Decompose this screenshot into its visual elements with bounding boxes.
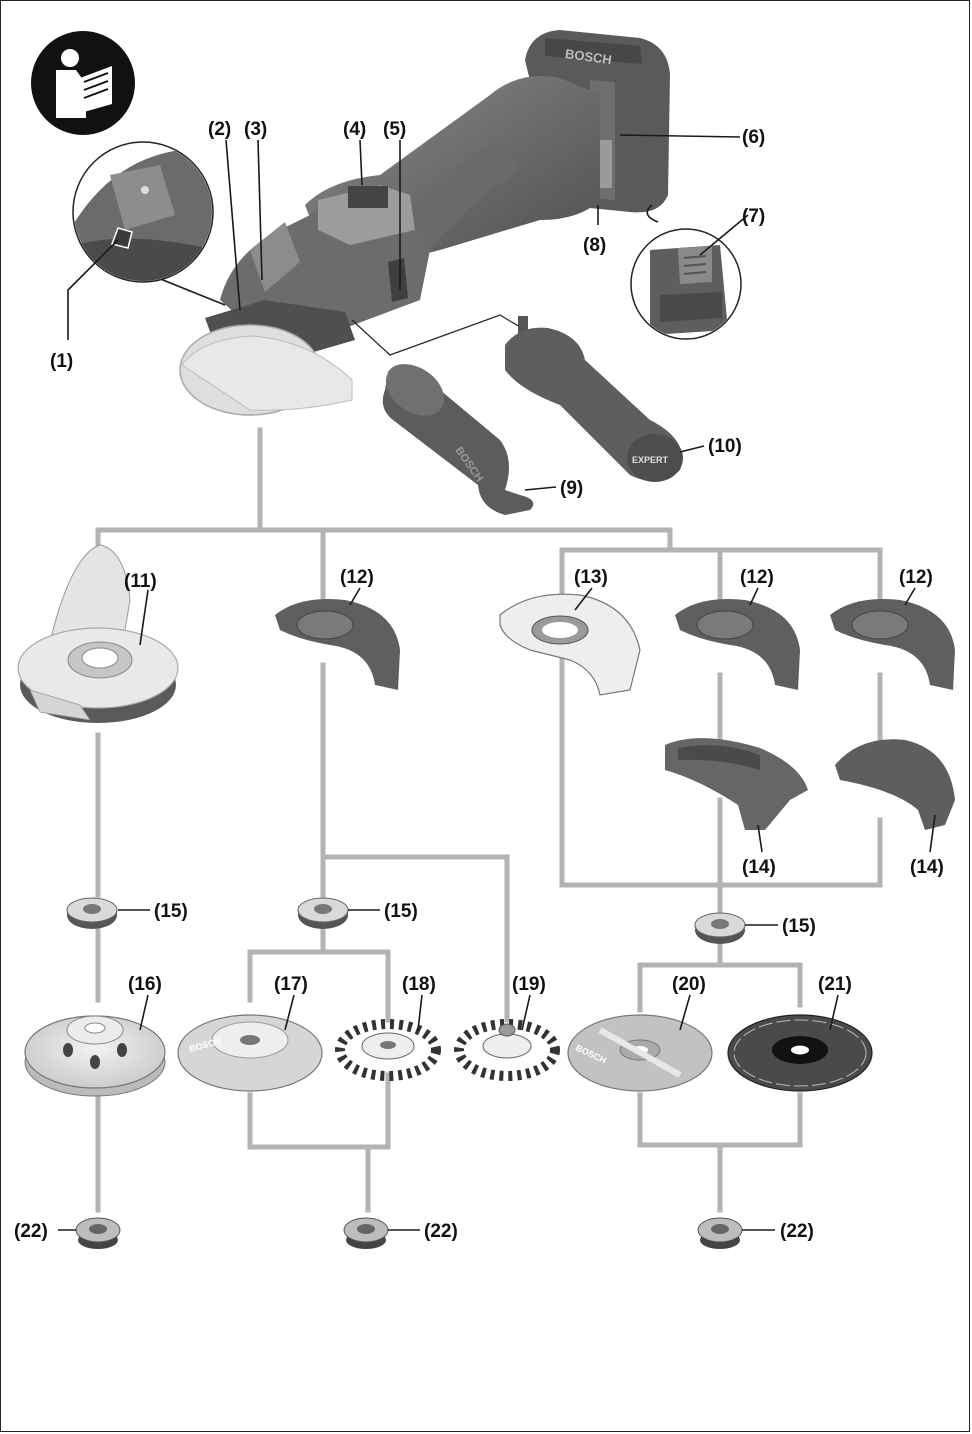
callout-15a: (15)	[154, 901, 188, 922]
callout-15c: (15)	[782, 916, 816, 937]
battery-brand-text: BOSCH	[564, 46, 613, 67]
cover-for-cutting-1	[665, 738, 808, 830]
callout-14a: (14)	[742, 857, 776, 878]
callout-3: (3)	[244, 119, 267, 140]
callout-2: (2)	[208, 119, 231, 140]
callout-8: (8)	[583, 235, 606, 256]
auxiliary-handle-standard: BOSCH	[351, 314, 534, 515]
callout-12b: (12)	[740, 567, 774, 588]
grinding-disc: BOSCH	[177, 1014, 323, 1092]
auxiliary-handle-vibration: EXPERT	[505, 316, 683, 482]
mounting-flange-1	[66, 897, 118, 929]
read-manual-icon	[31, 31, 135, 135]
callout-14b: (14)	[910, 857, 944, 878]
cover-for-cutting-2	[835, 739, 955, 830]
clamping-nut-2	[343, 1217, 389, 1249]
callout-1: (1)	[50, 351, 73, 372]
callout-5: (5)	[383, 119, 406, 140]
inset-detail-battery-release	[630, 204, 742, 340]
callout-12c: (12)	[899, 567, 933, 588]
callout-22b: (22)	[424, 1221, 458, 1242]
callout-15b: (15)	[384, 901, 418, 922]
extraction-hood	[17, 544, 179, 723]
callout-18: (18)	[402, 974, 436, 995]
protective-guard-3	[830, 599, 955, 690]
callout-16: (16)	[128, 974, 162, 995]
wire-brush-2	[454, 1019, 560, 1081]
mounting-flange-2	[297, 897, 349, 929]
inset-detail-spindle-lock	[72, 141, 226, 306]
callout-7: (7)	[742, 206, 765, 227]
callout-12a: (12)	[340, 567, 374, 588]
callout-11: (11)	[124, 571, 157, 592]
callout-20: (20)	[672, 974, 706, 995]
callout-21: (21)	[818, 974, 852, 995]
callout-10: (10)	[708, 436, 742, 457]
protective-guard-2	[675, 599, 800, 690]
callout-17: (17)	[274, 974, 308, 995]
clamping-nut-3	[697, 1217, 743, 1249]
leader-lines	[58, 134, 936, 1231]
diamond-cup-wheel	[24, 1015, 166, 1097]
cutting-guard	[499, 593, 641, 696]
connector-tree	[95, 427, 883, 1213]
wire-brush-1	[335, 1019, 441, 1081]
callout-labels: (1) (2) (3) (4) (5) (6) (7) (8) (9) (10)…	[14, 119, 944, 1242]
protective-guard-1	[275, 599, 400, 690]
handle-expert-text: EXPERT	[632, 455, 669, 465]
angle-grinder: BOSCH	[179, 30, 670, 416]
cutting-disc: BOSCH	[567, 1014, 713, 1092]
callout-4: (4)	[343, 119, 366, 140]
mounting-flange-3	[694, 912, 746, 944]
clamping-nut-1	[75, 1217, 121, 1249]
callout-9: (9)	[560, 478, 583, 499]
callout-22a: (22)	[14, 1221, 48, 1242]
callout-22c: (22)	[780, 1221, 814, 1242]
callout-13: (13)	[574, 567, 608, 588]
callout-19: (19)	[512, 974, 546, 995]
diamond-cutting-disc	[727, 1014, 873, 1092]
callout-6: (6)	[742, 127, 765, 148]
